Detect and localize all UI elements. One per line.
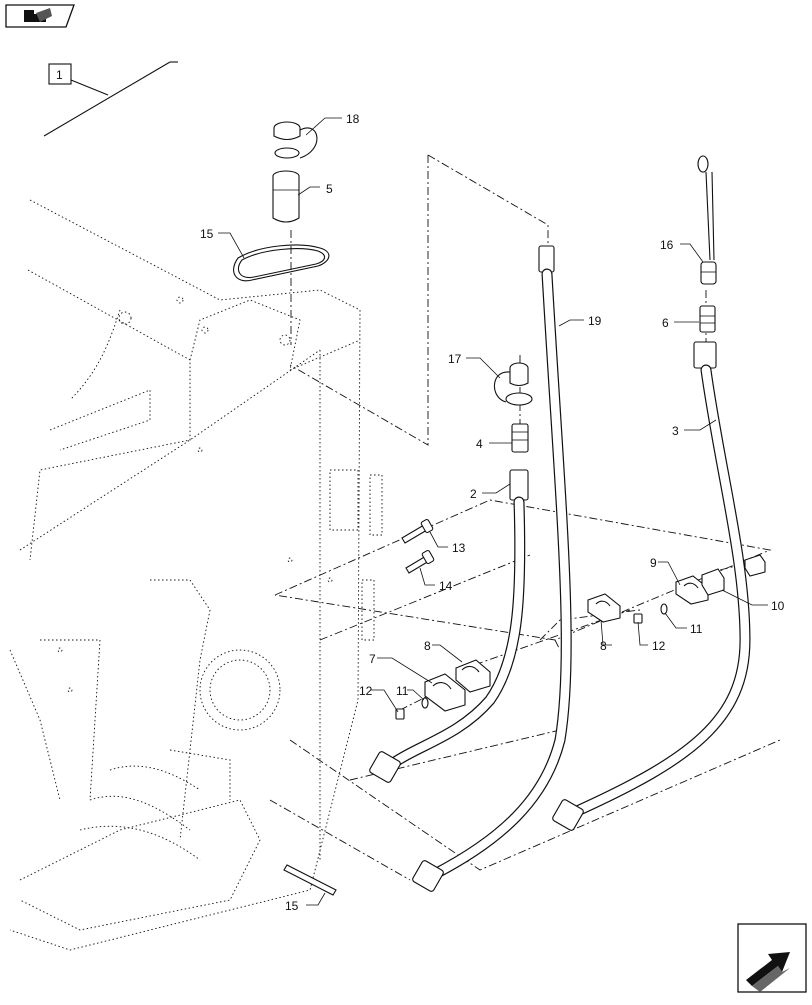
seal-part-15-top (233, 244, 330, 282)
machine-frame (9, 199, 383, 951)
adapter-part-6 (699, 305, 716, 333)
callout-12-left: 12 (359, 684, 373, 698)
callout-14: 14 (439, 579, 453, 593)
callout-4: 4 (476, 437, 483, 451)
callout-13: 13 (452, 541, 466, 555)
callout-19: 19 (588, 314, 602, 328)
pin-part-15-bottom (283, 864, 337, 896)
callout-2: 2 (470, 487, 477, 501)
callout-5: 5 (326, 182, 333, 196)
cap-part-17 (493, 362, 533, 406)
dipstick-part-16 (697, 155, 717, 285)
callout-8-right: 8 (600, 639, 607, 653)
bolt-part-13 (401, 518, 434, 544)
bolt-part-14 (405, 549, 435, 574)
callout-6: 6 (662, 316, 669, 330)
ref-box-label: 1 (56, 68, 63, 82)
callout-12-right: 12 (652, 639, 666, 653)
coupler-part-5 (272, 170, 300, 223)
reference-box: 1 (43, 61, 178, 137)
leader-lines (218, 117, 768, 906)
callout-11-left: 11 (396, 684, 409, 698)
dust-cap-part-18 (273, 121, 318, 159)
callout-17: 17 (448, 352, 462, 366)
fitting-part-4 (511, 423, 529, 453)
callout-8-left: 8 (424, 639, 431, 653)
clamp-part-7 (424, 673, 466, 712)
hose-part-3 (552, 341, 751, 831)
next-page-arrow-icon[interactable] (737, 923, 807, 993)
callout-3: 3 (672, 424, 679, 438)
callout-15-bottom: 15 (285, 899, 299, 913)
callout-11-right: 11 (690, 622, 703, 636)
callout-18: 18 (346, 112, 360, 126)
nut-part-12-right (633, 613, 643, 624)
clamp-part-8-right (587, 593, 621, 623)
clamp-part-8-left (455, 659, 491, 693)
hose-part-2 (369, 469, 529, 783)
clamp-part-10 (701, 554, 766, 596)
callout-10: 10 (771, 599, 785, 613)
callout-7: 7 (369, 652, 376, 666)
washer-part-11-left (421, 697, 429, 709)
callout-15-top: 15 (200, 227, 214, 241)
callout-9: 9 (650, 556, 657, 570)
hose-part-19 (412, 245, 572, 892)
folder-book-icon[interactable] (5, 4, 75, 28)
callout-16: 16 (660, 238, 674, 252)
callout-labels: 18 5 15 16 6 19 17 4 3 2 13 14 9 10 8 12… (200, 112, 785, 913)
clamp-part-9 (675, 575, 709, 605)
washer-part-11-right (660, 603, 668, 615)
